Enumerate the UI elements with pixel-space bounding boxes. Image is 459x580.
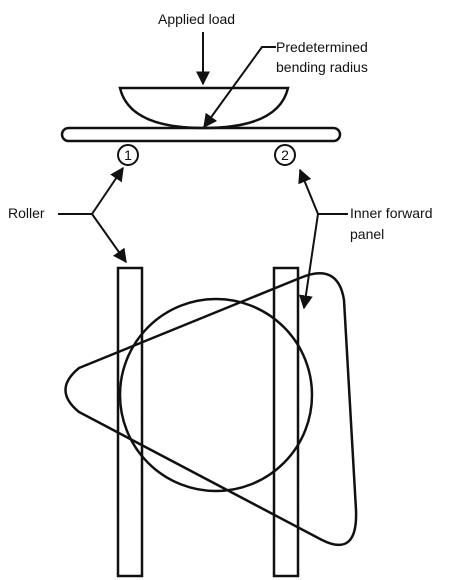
bending-radius-leader: [203, 46, 276, 129]
roller-2-body: [272, 266, 300, 578]
bending-radius-label-line2: bending radius: [276, 59, 368, 75]
applied-load-label: Applied load: [158, 11, 235, 27]
roller-arrow-bottom: [91, 213, 127, 264]
roller-1-number: 1: [124, 147, 132, 163]
roller-arrow-top: [91, 166, 124, 215]
bending-die: [118, 86, 290, 130]
panel-arrow-bottom: [298, 213, 319, 310]
panel-section: [64, 272, 358, 546]
panel-label-line1: Inner forward: [350, 205, 432, 221]
circular-section: [118, 297, 314, 493]
specimen-bar: [60, 126, 342, 143]
roller-label: Roller: [8, 205, 45, 221]
roller-2-marker: [274, 144, 296, 166]
panel-label-line2: panel: [350, 226, 384, 242]
roller-1-marker: [117, 144, 139, 166]
roller-1-body: [116, 266, 144, 578]
roller-2-number: 2: [281, 147, 289, 163]
panel-arrow-top: [298, 168, 319, 215]
bending-radius-label-line1: Predetermined: [276, 39, 368, 55]
